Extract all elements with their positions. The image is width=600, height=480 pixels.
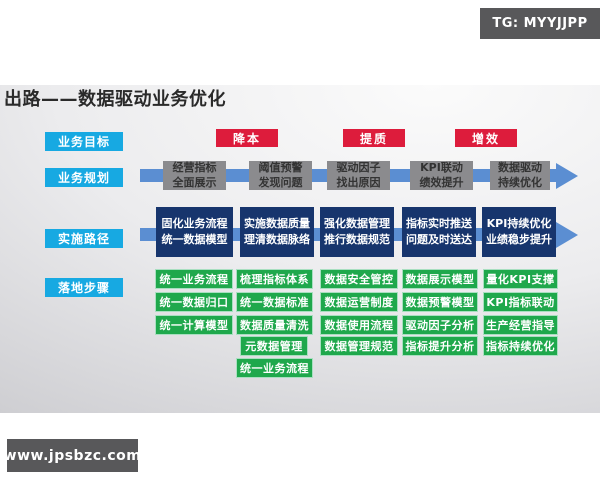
step-box: 数据使用流程 <box>320 315 398 335</box>
row-label-business-planning: 业务规划 <box>45 168 123 187</box>
planning-box: 经营指标 全面展示 <box>163 161 226 190</box>
path-box: 指标实时推送 问题及时送达 <box>402 207 476 257</box>
planning-box-line2: 全面展示 <box>172 175 217 189</box>
step-box: 驱动因子分析 <box>402 315 478 335</box>
planning-box: 阈值预警 发现问题 <box>249 161 312 190</box>
step-box: 统一数据标准 <box>236 292 313 312</box>
path-box: 实施数据质量 理清数据脉络 <box>240 207 314 257</box>
slide-background: 出路——数据驱动业务优化 业务目标 业务规划 实施路径 落地步骤 降本 提质 增… <box>0 85 600 413</box>
step-box: 元数据管理 <box>240 336 308 356</box>
goal-badge-cost-reduction: 降本 <box>216 129 278 147</box>
step-box: 数据质量清洗 <box>236 315 313 335</box>
path-box-line2: 推行数据规范 <box>324 233 390 246</box>
step-box: 统一业务流程 <box>155 269 233 289</box>
step-box: 数据安全管控 <box>320 269 398 289</box>
page-title: 出路——数据驱动业务优化 <box>4 89 226 110</box>
step-box: 量化KPI支撑 <box>483 269 558 289</box>
step-box: KPI指标联动 <box>483 292 558 312</box>
row-label-implementation-path: 实施路径 <box>45 229 123 248</box>
planning-box: 数据驱动 持续优化 <box>490 161 550 190</box>
planning-box-line1: 驱动因子 <box>336 161 381 175</box>
step-box: 数据运营制度 <box>320 292 398 312</box>
path-box-line1: KPI持续优化 <box>486 217 552 231</box>
step-box: 统一计算模型 <box>155 315 233 335</box>
path-box: 强化数据管理 推行数据规范 <box>320 207 394 257</box>
step-box: 梳理指标体系 <box>236 269 313 289</box>
step-box: 数据展示模型 <box>402 269 478 289</box>
step-box: 统一业务流程 <box>236 358 313 378</box>
planning-box: KPI联动 绩效提升 <box>410 161 473 190</box>
telegram-watermark-badge: TG: MYYJJPP <box>480 8 600 39</box>
goal-badge-quality-improve: 提质 <box>343 129 405 147</box>
planning-box: 驱动因子 找出原因 <box>327 161 390 190</box>
path-flow-arrow-head <box>556 222 578 248</box>
planning-box-line1: 经营指标 <box>172 161 217 175</box>
path-box-line1: 指标实时推送 <box>406 217 472 231</box>
path-box-line1: 强化数据管理 <box>324 217 390 231</box>
goal-badge-efficiency-gain: 增效 <box>455 129 517 147</box>
path-box-line1: 固化业务流程 <box>161 217 228 231</box>
step-box: 数据管理规范 <box>320 336 398 356</box>
website-watermark-badge: www.jpsbzc.com <box>4 439 141 472</box>
path-box: KPI持续优化 业绩稳步提升 <box>482 207 556 257</box>
row-label-landing-steps: 落地步骤 <box>45 278 123 297</box>
path-box-line2: 问题及时送达 <box>406 233 472 246</box>
step-box: 生产经营指导 <box>483 315 558 335</box>
step-box: 指标持续优化 <box>483 336 558 356</box>
path-box-line2: 统一数据模型 <box>161 233 228 246</box>
path-box-line2: 业绩稳步提升 <box>486 233 552 246</box>
planning-flow-arrow-head <box>556 163 578 189</box>
planning-box-line1: 数据驱动 <box>498 161 542 175</box>
step-box: 指标提升分析 <box>402 336 478 356</box>
planning-box-line1: KPI联动 <box>420 161 463 175</box>
planning-box-line2: 发现问题 <box>258 175 303 189</box>
planning-box-line2: 找出原因 <box>336 175 381 189</box>
step-box: 数据预警模型 <box>402 292 478 312</box>
planning-box-line2: 持续优化 <box>498 175 542 189</box>
path-box-line1: 实施数据质量 <box>244 217 310 231</box>
planning-box-line2: 绩效提升 <box>419 175 464 189</box>
row-label-business-goals: 业务目标 <box>45 132 123 151</box>
step-box: 统一数据归口 <box>155 292 233 312</box>
path-box-line2: 理清数据脉络 <box>244 233 310 246</box>
planning-box-line1: 阈值预警 <box>258 161 303 175</box>
path-box: 固化业务流程 统一数据模型 <box>156 207 233 257</box>
